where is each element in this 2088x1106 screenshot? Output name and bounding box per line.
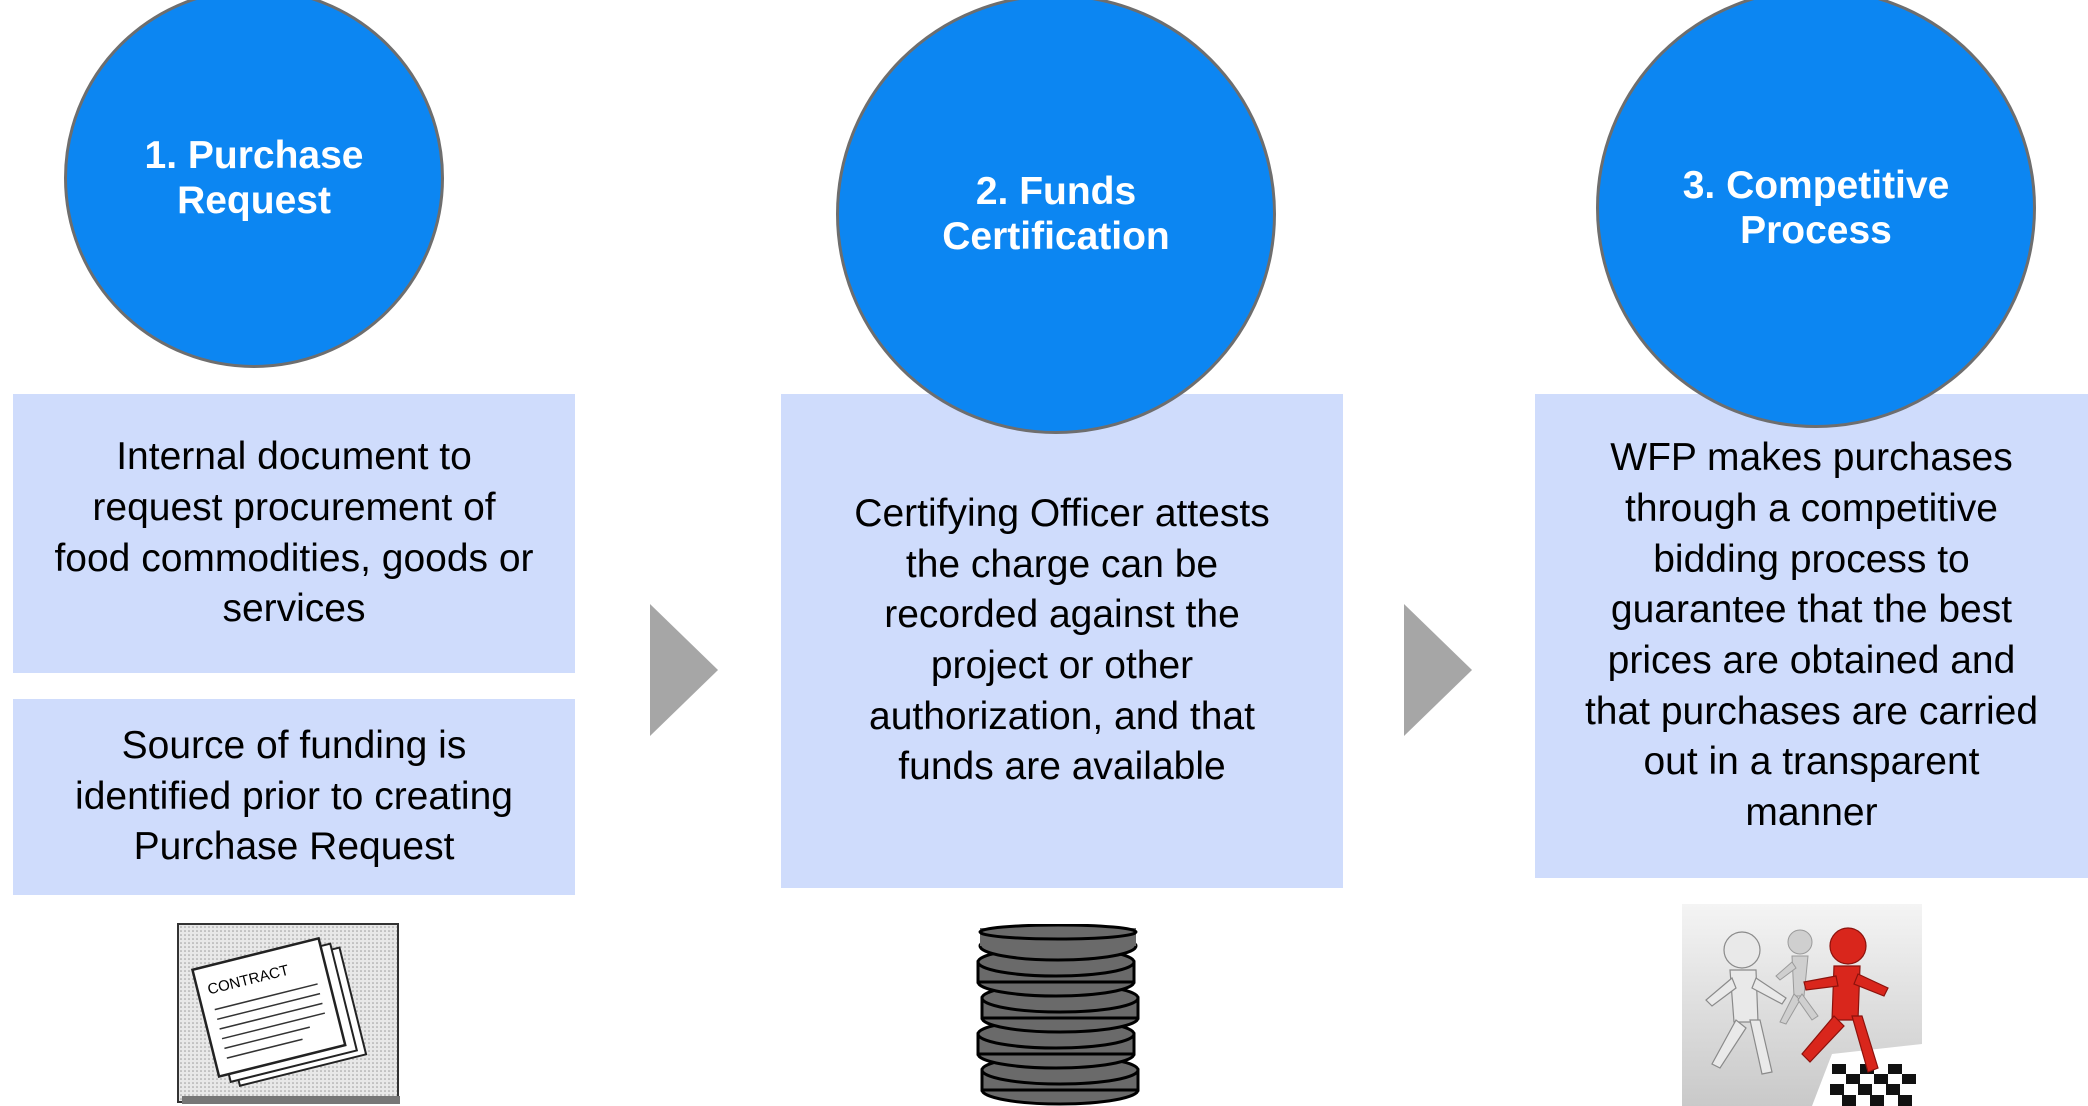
step-1-description-box: Internal document to request procurement… [13, 394, 575, 673]
step-3-circle: 3. Competitive Process [1596, 0, 2036, 428]
step-1-circle: 1. Purchase Request [64, 0, 444, 368]
contract-document-icon: CONTRACT [177, 923, 400, 1104]
step-2-circle: 2. Funds Certification [836, 0, 1276, 434]
step-1-description: Internal document to request procurement… [54, 435, 534, 631]
chevron-right-icon [1404, 604, 1472, 736]
step-1-funding-note: Source of funding is identified prior to… [75, 723, 513, 869]
step-1-funding-box: Source of funding is identified prior to… [13, 699, 575, 895]
step-1-title: 1. Purchase Request [144, 133, 364, 222]
chevron-right-icon [650, 604, 718, 736]
step-2-description: Certifying Officer attests the charge ca… [854, 491, 1270, 789]
step-3-description-box: WFP makes purchases through a competitiv… [1535, 394, 2088, 878]
step-2-title: 2. Funds Certification [942, 169, 1170, 258]
race-runners-icon [1682, 904, 1922, 1106]
step-2-description-box: Certifying Officer attests the charge ca… [781, 394, 1343, 888]
coin-stack-icon [976, 924, 1140, 1106]
step-3-description: WFP makes purchases through a competitiv… [1584, 436, 2039, 835]
step-3-title: 3. Competitive Process [1682, 163, 1950, 252]
